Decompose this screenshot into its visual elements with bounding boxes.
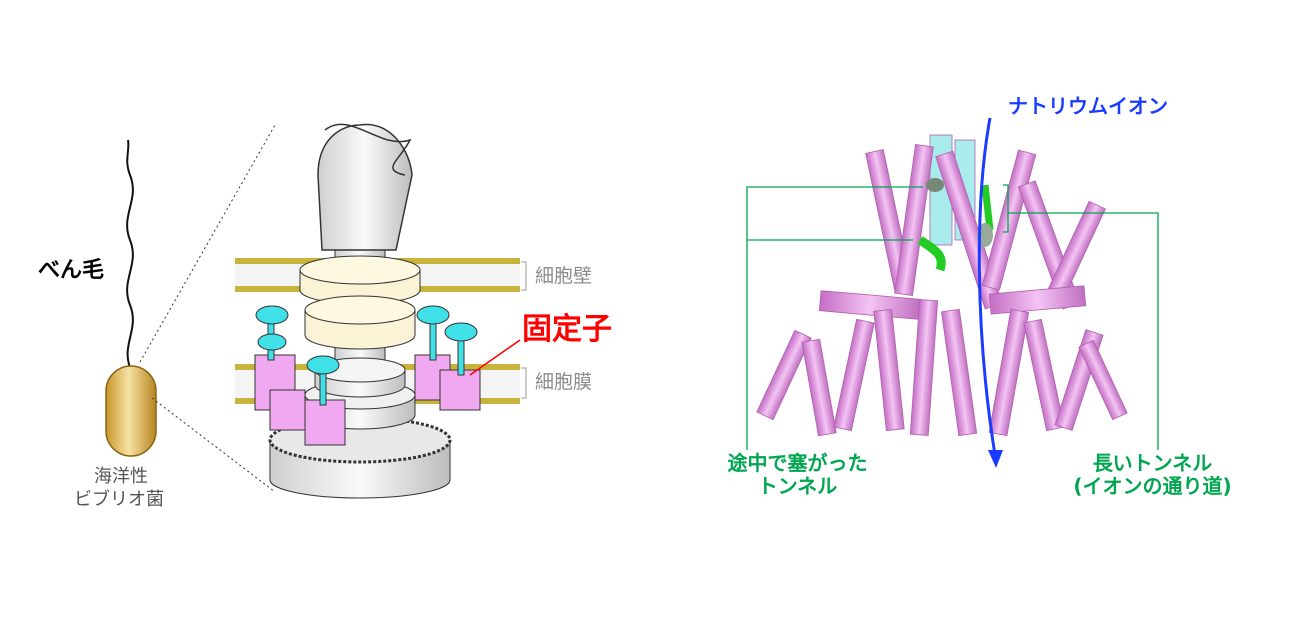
zoom-line-top: [139, 124, 276, 363]
long-tunnel-line2: (イオンの通り道): [1073, 474, 1232, 498]
flagellar-motor: [235, 123, 527, 499]
sodium-ion-label: ナトリウムイオン: [1008, 94, 1168, 118]
blocked-tunnel-line1: 途中で塞がった: [727, 451, 868, 475]
cell-membrane-label: 細胞膜: [535, 371, 593, 393]
blocked-tunnel-label: 途中で塞がった トンネル: [690, 452, 905, 498]
long-tunnel-label: 長いトンネル (イオンの通り道): [1030, 452, 1275, 498]
long-tunnel-line1: 長いトンネル: [1092, 451, 1213, 475]
stator-units: [254, 354, 481, 446]
stator-pointer: [469, 339, 521, 376]
bacterium: [105, 124, 276, 493]
flagellum-label: べん毛: [38, 258, 105, 283]
cell-wall-label: 細胞壁: [535, 265, 593, 287]
protein-structure: [756, 134, 1128, 437]
blocked-tunnel-line2: トンネル: [757, 474, 838, 498]
bacterium-label-2: ビブリオ菌: [74, 489, 164, 510]
bacterium-label-1: 海洋性: [94, 466, 148, 487]
stator-heads: [255, 305, 478, 406]
ion-path-arrow: [977, 117, 997, 456]
bacterium-cell: [105, 365, 157, 457]
tunnels: [917, 178, 994, 272]
stator-label: 固定子: [522, 312, 612, 347]
zoom-line-bottom: [151, 397, 276, 493]
flagellum-line: [126, 139, 134, 371]
pointer-lines: [746, 184, 1159, 450]
